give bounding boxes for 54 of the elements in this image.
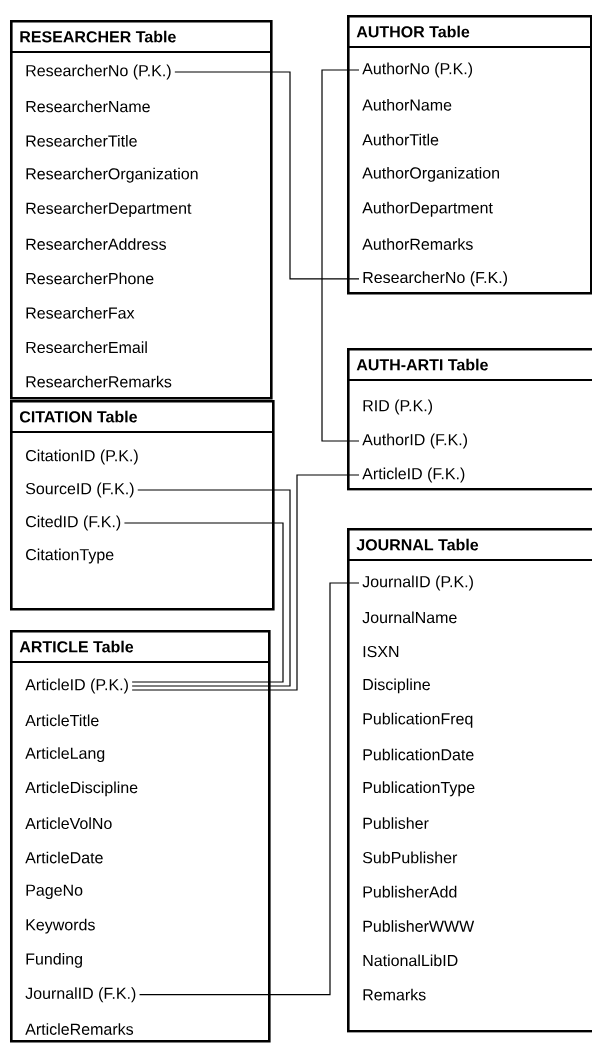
field-name: PublicationDate <box>363 748 474 761</box>
field-name: ResearcherName <box>26 100 150 113</box>
field-name: AuthorDepartment <box>362 201 493 217</box>
field-name: ArticleID (F.K.) <box>362 467 465 483</box>
field-name: Discipline <box>363 678 430 694</box>
field-name: ArticleDate <box>25 851 103 864</box>
field-name: ResearcherNo (F.K.) <box>363 271 507 287</box>
field-name: ResearcherPhone <box>26 272 154 285</box>
field-name: Publisher <box>363 817 429 829</box>
field-name: PublicationType <box>363 781 475 797</box>
field-name: ResearcherAddress <box>26 238 166 250</box>
field-name: AuthorNo (P.K.) <box>362 62 473 78</box>
field-name: ResearcherOrganization <box>26 167 198 183</box>
field-name: JournalName <box>362 611 457 624</box>
field-name: CitedID (F.K.) <box>26 515 121 531</box>
field-name: AuthorTitle <box>362 133 439 146</box>
field-name: PageNo <box>26 884 83 899</box>
field-name: SourceID (F.K.) <box>25 482 134 498</box>
field-name: ResearcherRemarks <box>26 375 172 388</box>
field-name: ResearcherEmail <box>26 341 147 354</box>
field-name: ArticleDiscipline <box>25 781 138 797</box>
connector-line <box>131 474 360 691</box>
field-name: AuthorRemarks <box>362 238 473 250</box>
field-name: ResearcherNo (P.K.) <box>26 64 171 80</box>
field-name: RID (P.K.) <box>363 399 433 415</box>
field-name: AuthorID (F.K.) <box>362 433 467 449</box>
field-name: ResearcherFax <box>26 306 135 319</box>
field-name: AuthorOrganization <box>362 166 499 182</box>
field-name: NationalLibID <box>363 954 458 967</box>
field-name: ArticleVolNo <box>25 817 112 830</box>
field-name: Keywords <box>26 918 95 934</box>
field-name: ISXN <box>363 645 399 658</box>
field-name: PublisherWWW <box>363 920 475 932</box>
field-name: ResearcherDepartment <box>26 202 192 218</box>
field-name: Remarks <box>363 988 426 1001</box>
field-name: Funding <box>26 952 82 968</box>
field-name: PublisherAdd <box>363 885 457 898</box>
field-name: ArticleLang <box>25 747 105 763</box>
connector-line <box>174 71 360 280</box>
field-name: PublicationFreq <box>363 712 473 728</box>
field-name: AuthorName <box>362 98 452 111</box>
connector-line <box>321 69 360 442</box>
connector-line <box>123 522 284 683</box>
field-name: CitationType <box>26 548 114 564</box>
field-name: ArticleRemarks <box>25 1023 134 1035</box>
field-name: JournalID (P.K.) <box>362 575 473 591</box>
connector-line <box>138 582 360 996</box>
field-name: ResearcherTitle <box>26 134 137 147</box>
field-name: ArticleID (P.K.) <box>25 678 128 694</box>
connector-line <box>131 489 291 687</box>
field-name: ArticleTitle <box>25 714 99 727</box>
field-name: JournalID (F.K.) <box>25 987 136 1003</box>
field-name: CitationID (P.K.) <box>26 449 138 465</box>
field-name: SubPublisher <box>362 851 458 864</box>
